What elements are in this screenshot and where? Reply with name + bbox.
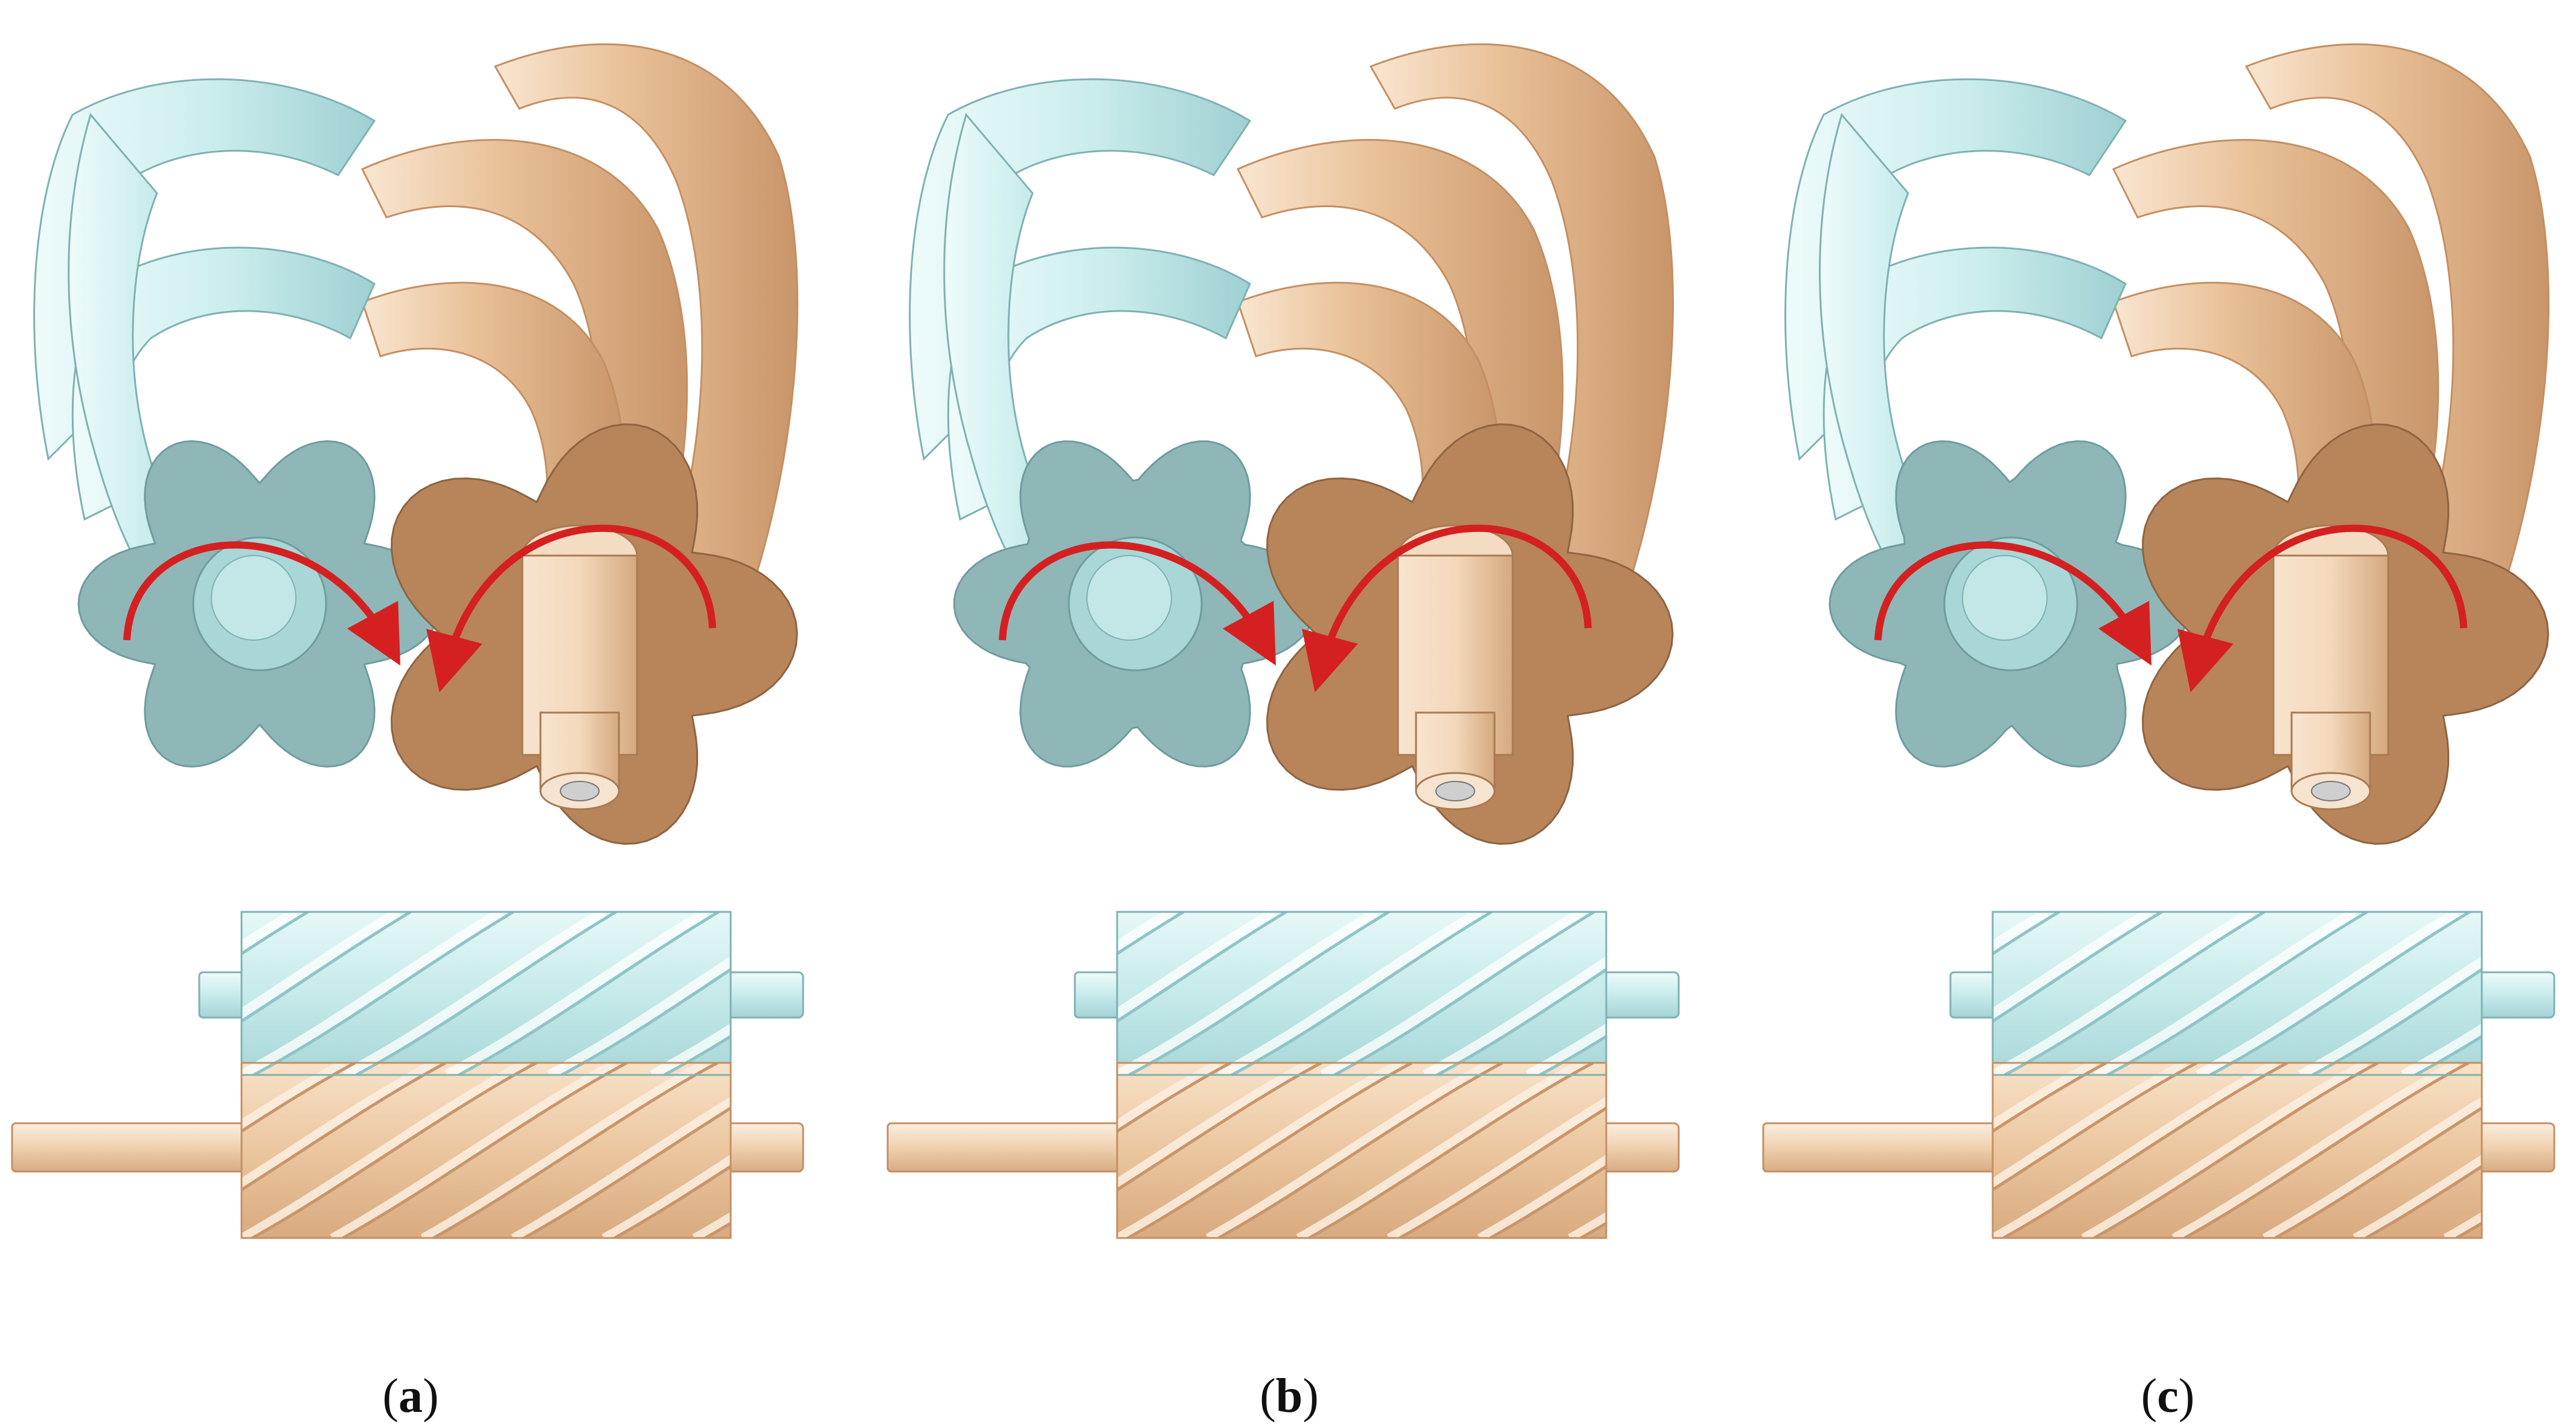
- female-helix-lobe: [71, 246, 376, 521]
- female-rotor-helix: [909, 78, 1252, 617]
- rotor-side-view: [11, 911, 804, 1239]
- female-shaft-right: [1599, 971, 1680, 1019]
- panel-label-a: (a): [382, 1370, 438, 1423]
- panels-root: [11, 43, 2555, 1239]
- female-helix-lobe: [1822, 246, 2127, 521]
- threaded-hole: [1435, 781, 1475, 801]
- male-helix-stripes: [1993, 1063, 2482, 1238]
- male-rotation-arrow: [426, 524, 716, 693]
- female-shaft-right: [723, 971, 804, 1019]
- female-rotation-arrow: [999, 541, 1277, 666]
- female-rotation-arrow: [1874, 541, 2152, 666]
- threaded-hole: [2311, 781, 2351, 801]
- female-shaft-right: [2475, 971, 2555, 1019]
- panel-label-c: (c): [2141, 1370, 2195, 1423]
- male-rotor-shaft: [1397, 524, 1514, 810]
- male-shaft-left: [1762, 1122, 2000, 1173]
- panel-c: [1762, 43, 2555, 1239]
- male-shaft-right: [2475, 1122, 2555, 1173]
- female-helix-lobe: [947, 246, 1251, 521]
- male-shaft-right: [1599, 1122, 1680, 1173]
- male-helix-stripes: [1117, 1063, 1606, 1238]
- panel-a: [11, 43, 804, 1239]
- male-shaft-left: [886, 1122, 1124, 1173]
- rotor-end-view: [1784, 43, 2550, 845]
- male-rotor-shaft: [521, 524, 638, 810]
- female-rotor-shaft-stub: [1962, 555, 2048, 641]
- male-helix-stripes: [242, 1063, 731, 1238]
- rotation-arrows: [999, 524, 1592, 693]
- female-helix-stripes: [242, 912, 731, 1075]
- male-shaft-right: [723, 1122, 804, 1173]
- male-rotation-arrow: [2177, 524, 2467, 693]
- female-helix-stripes: [1993, 912, 2482, 1075]
- female-rotation-arrow: [123, 541, 401, 666]
- rotor-end-view: [33, 43, 799, 845]
- male-rotor-shaft: [2272, 524, 2389, 810]
- rotation-arrows: [123, 524, 716, 693]
- rotor-side-view: [1762, 911, 2555, 1239]
- rotor-side-view: [886, 911, 1680, 1239]
- female-rotor-shaft-stub: [211, 555, 296, 641]
- rotation-arrows: [1874, 524, 2467, 693]
- panel-label-b: (b): [1260, 1370, 1319, 1423]
- female-helix-stripes: [1117, 912, 1606, 1075]
- female-rotor-shaft-stub: [1086, 555, 1172, 641]
- male-rotation-arrow: [1302, 524, 1592, 693]
- panel-b: [886, 43, 1680, 1239]
- rotor-end-view: [909, 43, 1674, 845]
- male-shaft-left: [11, 1122, 249, 1173]
- threaded-hole: [560, 781, 600, 801]
